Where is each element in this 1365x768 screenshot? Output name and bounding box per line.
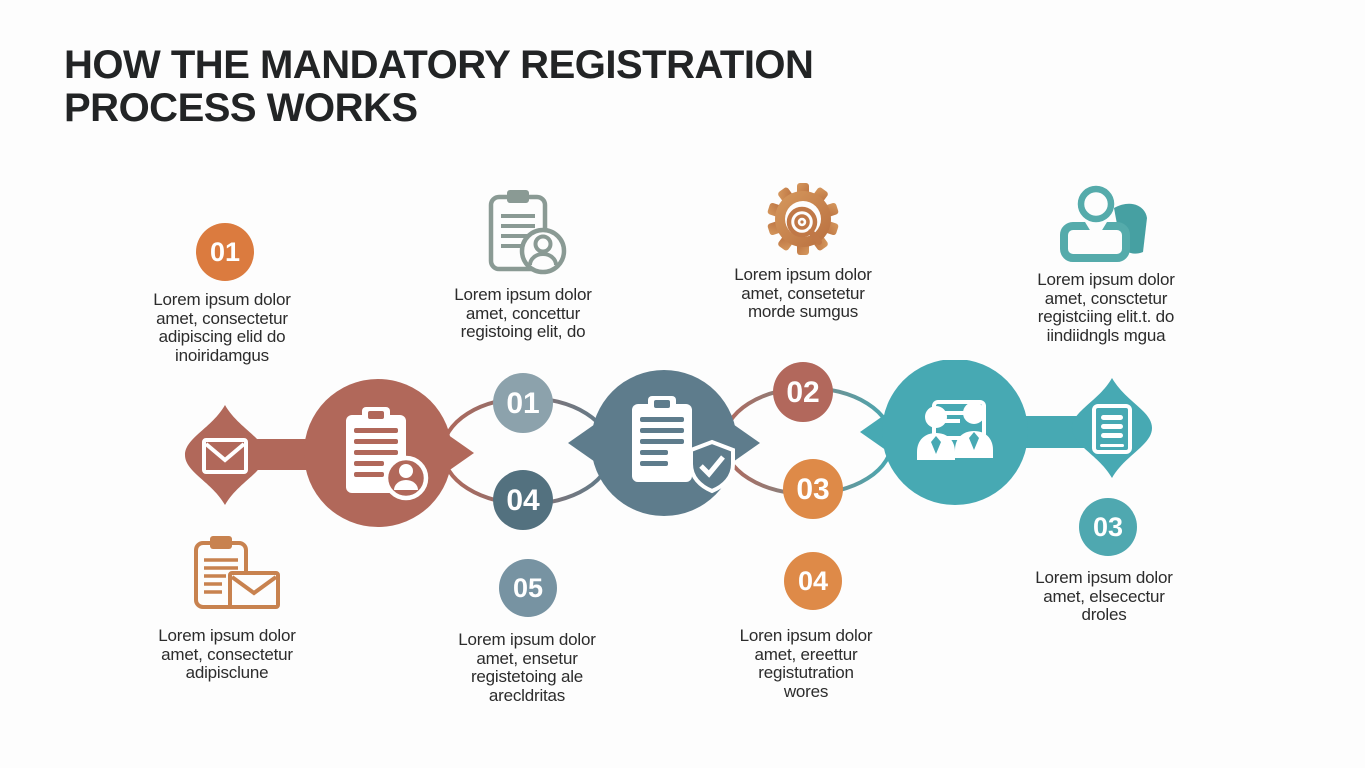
envelope-icon xyxy=(202,438,248,474)
step-badge-01: 01 xyxy=(196,223,254,281)
chain-node-verification xyxy=(568,370,760,516)
chain-badge-01: 01 xyxy=(493,373,553,433)
people-presentation-white-icon xyxy=(917,400,993,460)
person-collar xyxy=(1085,222,1107,240)
caption-top-2: Lorem ipsum dolor amet, concettur regist… xyxy=(454,285,592,341)
step-badge-03: 03 xyxy=(1079,498,1137,556)
caption-top-3: Lorem ipsum dolor amet, consetetur morde… xyxy=(734,265,872,321)
svg-text:03: 03 xyxy=(796,473,829,506)
chain-badge-04: 04 xyxy=(493,470,553,530)
chain-badge-03: 03 xyxy=(783,459,843,519)
clipboard-person-white-icon xyxy=(346,407,429,501)
gear-body xyxy=(767,183,839,255)
clipboard-person-icon xyxy=(488,190,567,275)
svg-text:02: 02 xyxy=(786,376,819,409)
step-badge-01-label: 01 xyxy=(209,236,241,267)
person-circle xyxy=(519,227,567,275)
person-head xyxy=(1077,185,1115,223)
envelope-outline-orange xyxy=(228,571,280,609)
step-badge-04: 04 xyxy=(784,552,842,610)
clipboard-shield-white-icon xyxy=(632,396,735,494)
step-badge-05: 05 xyxy=(499,559,557,617)
svg-text:04: 04 xyxy=(506,484,540,517)
spiral-magnifier xyxy=(786,206,822,245)
caption-top-4: Lorem ipsum dolor amet, consctetur regis… xyxy=(1037,270,1175,345)
caption-bottom-1: Lorem ipsum dolor amet, consectetur adip… xyxy=(158,626,296,682)
chain-badge-02: 02 xyxy=(773,362,833,422)
document-node xyxy=(1072,378,1152,478)
step-badge-04-label: 04 xyxy=(797,565,829,596)
caption-bottom-2: Lorem ipsum dolor amet, ensetur registet… xyxy=(458,630,596,705)
step-badge-05-label: 05 xyxy=(512,572,544,603)
document-icon xyxy=(1092,404,1132,454)
process-chain-diagram: 01 04 xyxy=(185,360,1152,530)
chain-node-registration xyxy=(304,379,474,527)
caption-bottom-4: Lorem ipsum dolor amet, elsecectur drole… xyxy=(1035,568,1173,624)
page-title: HOW THE MANDATORY REGISTRATION PROCESS W… xyxy=(64,43,814,130)
caption-top-1: Lorem ipsum dolor amet, consectetur adip… xyxy=(153,290,291,365)
step-badge-03-label: 03 xyxy=(1092,511,1124,542)
gear-search-icon xyxy=(767,183,839,255)
caption-bottom-3: Loren ipsum dolor amet, ereettur registu… xyxy=(739,626,873,701)
person-icon xyxy=(1060,185,1147,262)
clipboard-mail-icon xyxy=(194,536,280,609)
svg-text:01: 01 xyxy=(506,387,539,420)
